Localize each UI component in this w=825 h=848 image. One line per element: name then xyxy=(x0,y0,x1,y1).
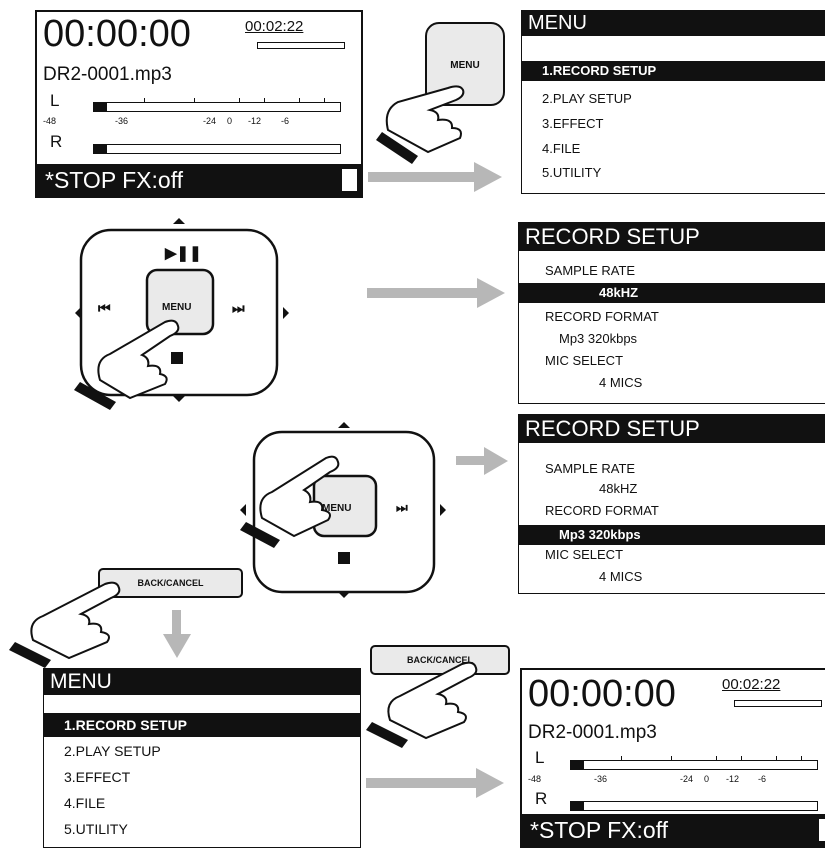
sample-rate-label: SAMPLE RATE xyxy=(545,263,636,278)
prev-label: ⏮ xyxy=(98,300,111,316)
record-setup-panel-1: RECORD SETUP SAMPLE RATE 48kHZ RECORD FO… xyxy=(518,222,825,404)
arrow-right-icon xyxy=(368,172,476,182)
mic-select-label: MIC SELECT xyxy=(545,547,624,562)
home-screen: 00:00:00 00:02:22 DR2-0001.mp3 L -48 -36… xyxy=(35,10,363,198)
menu-item-record-setup[interactable]: 1.RECORD SETUP xyxy=(522,61,825,81)
level-meter-right xyxy=(93,144,341,154)
level-meter-left xyxy=(93,98,341,112)
arrow-right-icon xyxy=(456,456,486,465)
menu-item-file[interactable]: 4.FILE xyxy=(64,795,106,811)
channel-right-label: R xyxy=(50,132,63,151)
mic-select-value[interactable]: 4 MICS xyxy=(599,569,643,584)
arrow-down-icon xyxy=(172,610,181,636)
record-setup-panel-2: RECORD SETUP SAMPLE RATE 48kHZ RECORD FO… xyxy=(518,414,825,594)
dpad-menu-label: MENU xyxy=(322,503,352,514)
menu-item-file[interactable]: 4.FILE xyxy=(542,141,581,156)
filename: DR2-0001.mp3 xyxy=(528,722,657,743)
record-setup-title: RECORD SETUP xyxy=(519,223,825,251)
channel-left-label: L xyxy=(535,748,545,767)
channel-left-label: L xyxy=(50,91,60,110)
menu-title: MENU xyxy=(44,669,360,695)
filename: DR2-0001.mp3 xyxy=(43,64,172,85)
level-meter-right xyxy=(570,801,818,811)
next-label: ⏭ xyxy=(396,500,408,515)
arrow-right-icon xyxy=(484,447,508,475)
elapsed-time: 00:00:00 xyxy=(43,13,191,55)
total-time: 00:02:22 xyxy=(722,676,781,693)
menu-item-effect[interactable]: 3.EFFECT xyxy=(64,769,131,785)
record-format-label: RECORD FORMAT xyxy=(545,503,659,518)
menu-title: MENU xyxy=(522,11,825,36)
arrow-right-icon xyxy=(367,288,479,298)
time-progress-bar xyxy=(734,700,822,707)
home-screen-2: 00:00:00 00:02:22 DR2-0001.mp3 L -48 -36… xyxy=(520,668,825,848)
mic-select-label: MIC SELECT xyxy=(545,353,624,368)
menu-item-play-setup[interactable]: 2.PLAY SETUP xyxy=(542,91,632,106)
sample-rate-value[interactable]: 48kHZ xyxy=(599,481,638,496)
level-meter-left xyxy=(570,756,818,770)
mic-select-value[interactable]: 4 MICS xyxy=(599,375,643,390)
menu-item-play-setup[interactable]: 2.PLAY SETUP xyxy=(64,743,161,759)
sample-rate-label: SAMPLE RATE xyxy=(545,461,636,476)
menu-item-record-setup[interactable]: 1.RECORD SETUP xyxy=(44,713,360,737)
elapsed-time: 00:00:00 xyxy=(528,673,676,715)
menu-item-utility[interactable]: 5.UTILITY xyxy=(64,821,128,837)
arrow-right-icon xyxy=(477,278,505,308)
back-cancel-button[interactable]: BACK/CANCEL xyxy=(370,645,510,675)
menu-panel: MENU 1.RECORD SETUP 2.PLAY SETUP 3.EFFEC… xyxy=(521,10,825,194)
status-text: *STOP FX:off xyxy=(45,167,184,193)
hand-pointer-icon xyxy=(74,319,180,410)
menu-panel-bottom: MENU 1.RECORD SETUP 2.PLAY SETUP 3.EFFEC… xyxy=(43,668,361,848)
hand-pointer-icon xyxy=(9,581,121,668)
arrow-down-icon xyxy=(163,634,191,658)
record-format-value[interactable]: Mp3 320kbps xyxy=(559,331,638,346)
dpad-menu-label: MENU xyxy=(162,302,192,313)
hand-pointer-icon xyxy=(376,85,465,164)
status-text: *STOP FX:off xyxy=(530,817,669,843)
status-bar: *STOP FX:off xyxy=(522,814,825,846)
next-label: ⏭ xyxy=(232,300,245,316)
menu-button[interactable]: MENU xyxy=(425,22,505,106)
channel-right-label: R xyxy=(535,789,548,808)
hand-pointer-icon xyxy=(240,455,340,548)
menu-item-effect[interactable]: 3.EFFECT xyxy=(542,116,604,131)
record-format-value[interactable]: Mp3 320kbps xyxy=(519,525,825,545)
play-pause-label: ▶❚❚ xyxy=(165,245,202,262)
arrow-right-icon xyxy=(366,778,478,788)
back-cancel-button[interactable]: BACK/CANCEL xyxy=(98,568,243,598)
menu-item-utility[interactable]: 5.UTILITY xyxy=(542,165,602,180)
sample-rate-value[interactable]: 48kHZ xyxy=(519,283,825,303)
arrow-right-icon xyxy=(474,162,502,192)
record-format-label: RECORD FORMAT xyxy=(545,309,659,324)
total-time: 00:02:22 xyxy=(245,18,304,35)
hand-pointer-icon xyxy=(366,661,478,748)
record-setup-title: RECORD SETUP xyxy=(519,415,825,443)
time-progress-bar xyxy=(257,42,345,49)
dpad-controller[interactable] xyxy=(238,418,448,600)
status-bar: *STOP FX:off xyxy=(37,164,361,196)
arrow-right-icon xyxy=(476,768,504,798)
